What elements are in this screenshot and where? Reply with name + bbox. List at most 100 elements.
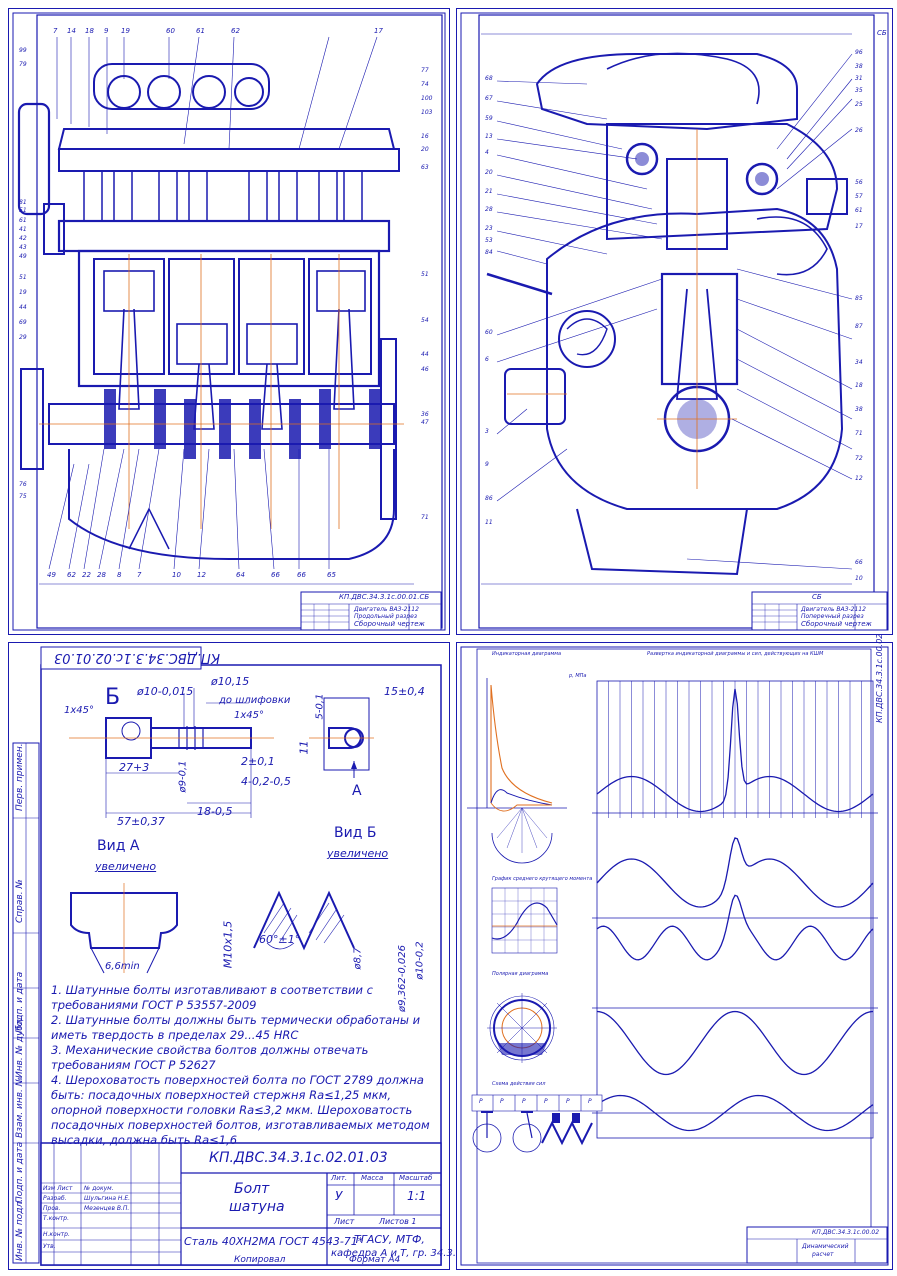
- callout-top-1: 7: [53, 27, 58, 35]
- callout-left-2: 79: [19, 61, 27, 68]
- stamp-row-1: Изм Лист: [43, 1185, 73, 1192]
- arrow-a-label: А: [352, 783, 362, 799]
- callout-bottom-11: 66: [297, 571, 306, 579]
- cs-callout-right-13: 34: [855, 359, 863, 366]
- cs-callout-left-13: 6: [485, 356, 489, 363]
- callout-bottom-1: 49: [47, 571, 56, 579]
- thread-label: М10х1,5: [221, 920, 235, 969]
- callout-top-7: 61: [196, 27, 205, 35]
- sheet4-stamp-title2: расчет: [812, 1251, 834, 1258]
- note-2: 2. Шатунные болты должны быть термически…: [51, 1013, 421, 1042]
- bottom-cell-6: Р: [588, 1098, 592, 1105]
- stamp-org-2: кафедра А и Т, гр. 34.3.1с: [331, 1248, 468, 1259]
- cs-callout-right-8: 57: [855, 193, 863, 200]
- cs-callout-left-8: 28: [485, 206, 493, 213]
- dim-d18: 18-0,5: [197, 805, 233, 818]
- stamp-sheet-label: Лист: [334, 1217, 355, 1226]
- thread-d3: ø10-0,2: [414, 941, 426, 980]
- cs-callout-left-11: 84: [485, 249, 493, 256]
- cs-callout-right-5: 25: [855, 101, 863, 108]
- bolt-drawing: [12, 646, 442, 1266]
- longitudinal-section-drawing: [12, 12, 446, 631]
- view-a-sub: увеличено: [95, 860, 157, 873]
- cs-callout-left-9: 23: [485, 225, 493, 232]
- sweep-curve-normal: [596, 894, 874, 961]
- callout-left-15: 76: [19, 481, 27, 488]
- callout-right-1: 77: [421, 67, 429, 74]
- callout-top-9: 17: [374, 27, 383, 35]
- callout-right-4: 103: [421, 109, 433, 116]
- stamp-row-4: Т.контр.: [43, 1215, 70, 1222]
- side-label-4: Инв. № дубл.: [15, 1016, 25, 1078]
- cs-callout-right-15: 38: [855, 406, 863, 413]
- callout-left-4: 51: [19, 207, 27, 214]
- cs-callout-right-19: 66: [855, 559, 863, 566]
- callout-right-10: 44: [421, 351, 429, 358]
- callout-left-16: 75: [19, 493, 27, 500]
- callout-left-3: 81: [19, 199, 27, 206]
- dynamics-charts: [460, 646, 889, 1266]
- sheet4-code-rotated: КП.ДВС.34.3.1с.00.02: [875, 633, 884, 723]
- callout-bottom-6: 7: [137, 571, 142, 579]
- bottom-cell-1: Р: [479, 1098, 483, 1105]
- dim-d9: ø9-0,1: [177, 760, 189, 793]
- dim-len27: 27+3: [119, 761, 150, 774]
- callout-bottom-10: 66: [271, 571, 280, 579]
- sheet1-code: КП.ДВС.34.3.1с.00.01.СБ: [339, 593, 430, 601]
- stamp-material: Сталь 40ХН2МА ГОСТ 4543-71*: [184, 1235, 364, 1248]
- sheet2-title-3: Сборочный чертеж: [801, 620, 872, 628]
- callout-left-8: 43: [19, 244, 27, 251]
- callout-right-2: 74: [421, 81, 429, 88]
- dim-d4: 4-0,2-0,5: [241, 775, 291, 788]
- dim-d21: 2±0,1: [241, 755, 275, 768]
- callout-left-7: 42: [19, 235, 27, 242]
- dim-total: 57±0,37: [117, 815, 165, 828]
- stamp-row-5: Н.контр.: [43, 1231, 70, 1238]
- sheet1-title-3: Сборочный чертеж: [354, 620, 425, 628]
- cs-callout-left-15: 9: [485, 461, 489, 468]
- stamp-name-c: Мезенцев В.П.: [84, 1205, 130, 1212]
- callout-right-11: 46: [421, 366, 429, 373]
- sheet2-title-1: Двигатель ВАЗ-2112: [801, 606, 866, 613]
- chart3-title: График среднего крутящего момента: [492, 876, 593, 882]
- polar-diagram: [487, 993, 557, 1063]
- cross-section-drawing: [460, 12, 889, 631]
- thread-d1: ø8,7: [352, 947, 364, 970]
- cs-callout-left-5: 4: [485, 149, 489, 156]
- cs-callout-right-6: 26: [855, 127, 863, 134]
- dim-h11: 11: [297, 740, 311, 755]
- cs-callout-right-7: 56: [855, 179, 863, 186]
- stamp-name-a: № докум.: [84, 1185, 114, 1192]
- sheet-longitudinal-section: КП.ДВС.34.3.1с.00.01.СБ Двигатель ВАЗ-21…: [8, 8, 450, 635]
- callout-top-5: 19: [121, 27, 130, 35]
- cs-callout-left-4: 13: [485, 133, 493, 140]
- dim-chamfer2: 1х45°: [234, 710, 265, 721]
- bottom-cell-4: Р: [544, 1098, 548, 1105]
- torque-chart: [491, 887, 558, 954]
- view-b-sub: увеличено: [327, 847, 389, 860]
- dim-chamfer1: 1х45°: [64, 705, 95, 716]
- callout-right-6: 20: [421, 146, 429, 153]
- pa-label: р, МПа: [569, 673, 587, 679]
- stamp-format: Формат А4: [349, 1255, 401, 1265]
- callout-left-10: 51: [19, 274, 27, 281]
- stamp-org-1: ТГАСУ, МТФ,: [354, 1233, 425, 1246]
- callout-right-12: 36: [421, 411, 429, 418]
- side-label-7: Инв. № подл.: [15, 1198, 25, 1261]
- callout-left-11: 19: [19, 289, 27, 296]
- sweep-curve-tangential: [596, 1010, 874, 1076]
- bottom-cell-2: Р: [500, 1098, 504, 1105]
- stamp-row-3: Пров.: [43, 1205, 61, 1212]
- stamp-lit-label: Лит.: [331, 1174, 348, 1182]
- cs-callout-left-7: 21: [485, 188, 493, 195]
- callout-bottom-8: 12: [197, 571, 206, 579]
- sheet4-stamp-code: КП.ДВС.34.3.1с.00.02: [812, 1229, 880, 1236]
- cs-callout-right-18: 12: [855, 475, 863, 482]
- section-letter-b: Б: [105, 685, 121, 710]
- cs-callout-left-2: 67: [485, 95, 493, 102]
- cs-callout-right-16: 71: [855, 430, 863, 437]
- stamp-scale: 1:1: [407, 1189, 427, 1203]
- sheet2-code: СБ: [812, 593, 822, 601]
- callout-bottom-4: 28: [97, 571, 106, 579]
- cs-callout-right-11: 85: [855, 295, 863, 302]
